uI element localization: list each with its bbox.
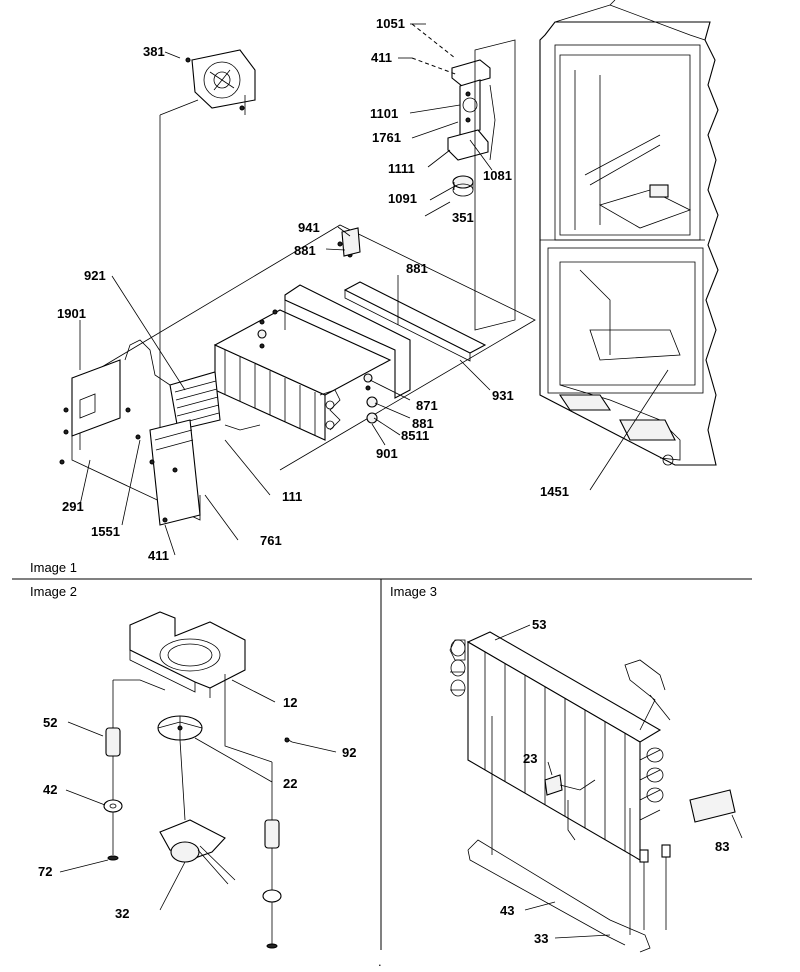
panel-caption: Image 1 bbox=[30, 560, 77, 575]
wire-connector bbox=[661, 844, 671, 858]
image3-illustration bbox=[449, 631, 736, 953]
thermistor bbox=[341, 227, 361, 257]
leader-line bbox=[113, 679, 166, 691]
image1-leaders bbox=[79, 23, 669, 556]
fasteners bbox=[257, 329, 378, 424]
callout-label: 761 bbox=[260, 533, 282, 548]
callout-label: 291 bbox=[62, 499, 84, 514]
callout-label: 33 bbox=[534, 931, 548, 946]
rear-panel bbox=[474, 39, 516, 331]
callout-label: 881 bbox=[294, 243, 316, 258]
callout-label: 881 bbox=[412, 416, 434, 431]
image2-leaders bbox=[59, 679, 337, 911]
callout-label: 53 bbox=[532, 617, 546, 632]
back-panel bbox=[79, 393, 96, 419]
callout-label: 8511 bbox=[401, 428, 429, 443]
callout-label: 931 bbox=[492, 388, 514, 403]
drain-trough bbox=[343, 281, 487, 354]
panel-caption: Image 3 bbox=[390, 584, 437, 599]
drain-trough bbox=[344, 290, 471, 362]
fan-housing-assembly bbox=[185, 49, 256, 111]
callout-label: 381 bbox=[143, 44, 165, 59]
callout-label: 43 bbox=[500, 903, 514, 918]
callout-label: 92 bbox=[342, 745, 356, 760]
callout-label: 32 bbox=[115, 906, 129, 921]
heater-wire bbox=[224, 424, 261, 431]
callout-label: 42 bbox=[43, 782, 57, 797]
callout-label: 921 bbox=[84, 268, 106, 283]
defrost-heater bbox=[491, 716, 631, 935]
callout-label: 411 bbox=[148, 548, 169, 563]
leader-line bbox=[159, 99, 199, 116]
callout-label: 52 bbox=[43, 715, 57, 730]
image1-callouts: 381 1051 411 1101 1761 1111 1091 1081 35… bbox=[57, 16, 569, 563]
grommet-mounts-right bbox=[262, 762, 282, 949]
suction-tube bbox=[624, 659, 671, 731]
screw-92 bbox=[284, 737, 290, 743]
grommet-mounts-left bbox=[103, 680, 123, 861]
callout-label: 1111 bbox=[388, 161, 415, 176]
callout-label: 12 bbox=[283, 695, 297, 710]
image2-illustration bbox=[103, 611, 293, 949]
image3-leaders bbox=[494, 624, 743, 939]
callout-label: 23 bbox=[523, 751, 537, 766]
callout-label: 22 bbox=[283, 776, 297, 791]
defrost-heater bbox=[467, 839, 651, 953]
fan-grille bbox=[169, 371, 221, 431]
panel-caption: Image 2 bbox=[30, 584, 77, 599]
condenser-coil bbox=[449, 631, 664, 861]
wire-connector bbox=[639, 849, 649, 863]
wire-harness bbox=[124, 339, 171, 386]
image2-callouts: 52 12 92 42 22 72 32 bbox=[38, 695, 356, 921]
callout-label: 1081 bbox=[483, 168, 512, 183]
fan-shroud bbox=[129, 611, 246, 689]
leader-line bbox=[224, 674, 273, 763]
evaporator-bracket bbox=[284, 300, 396, 398]
defrost-thermostat bbox=[544, 774, 563, 796]
defrost-thermostat bbox=[567, 800, 576, 841]
callout-label: 1451 bbox=[540, 484, 569, 499]
callout-label: 1091 bbox=[388, 191, 417, 206]
defrost-thermostat bbox=[559, 779, 596, 791]
refrigerator-cabinet bbox=[539, 0, 719, 466]
callout-label: 871 bbox=[416, 398, 438, 413]
page-mark: . bbox=[378, 954, 382, 967]
evaporator-bracket bbox=[284, 284, 411, 399]
callout-label: 941 bbox=[298, 220, 320, 235]
wire-connector bbox=[643, 857, 667, 930]
callout-label: 72 bbox=[38, 864, 52, 879]
callout-label: 1101 bbox=[370, 106, 398, 121]
callout-label: 111 bbox=[282, 489, 302, 504]
image3-callouts: 53 23 83 43 33 bbox=[500, 617, 729, 946]
callout-label: 881 bbox=[406, 261, 428, 276]
callout-label: 83 bbox=[715, 839, 729, 854]
fan-motor bbox=[159, 819, 236, 885]
defrost-heater bbox=[467, 849, 626, 946]
electrical-connector bbox=[689, 789, 736, 823]
callout-label: 1901 bbox=[57, 306, 86, 321]
evaporator-cover-outline bbox=[79, 224, 536, 471]
callout-label: 901 bbox=[376, 446, 398, 461]
back-panel bbox=[71, 436, 201, 521]
callout-label: 351 bbox=[452, 210, 474, 225]
back-panel bbox=[71, 359, 121, 437]
bottom-plate bbox=[154, 429, 194, 451]
image1-illustration bbox=[59, 0, 719, 526]
callout-label: 1551 bbox=[91, 524, 120, 539]
screws bbox=[59, 91, 471, 523]
callout-label: 1051 bbox=[376, 16, 405, 31]
callout-label: 1761 bbox=[372, 130, 401, 145]
fan-blade bbox=[157, 715, 203, 741]
callout-label: 411 bbox=[371, 50, 392, 65]
